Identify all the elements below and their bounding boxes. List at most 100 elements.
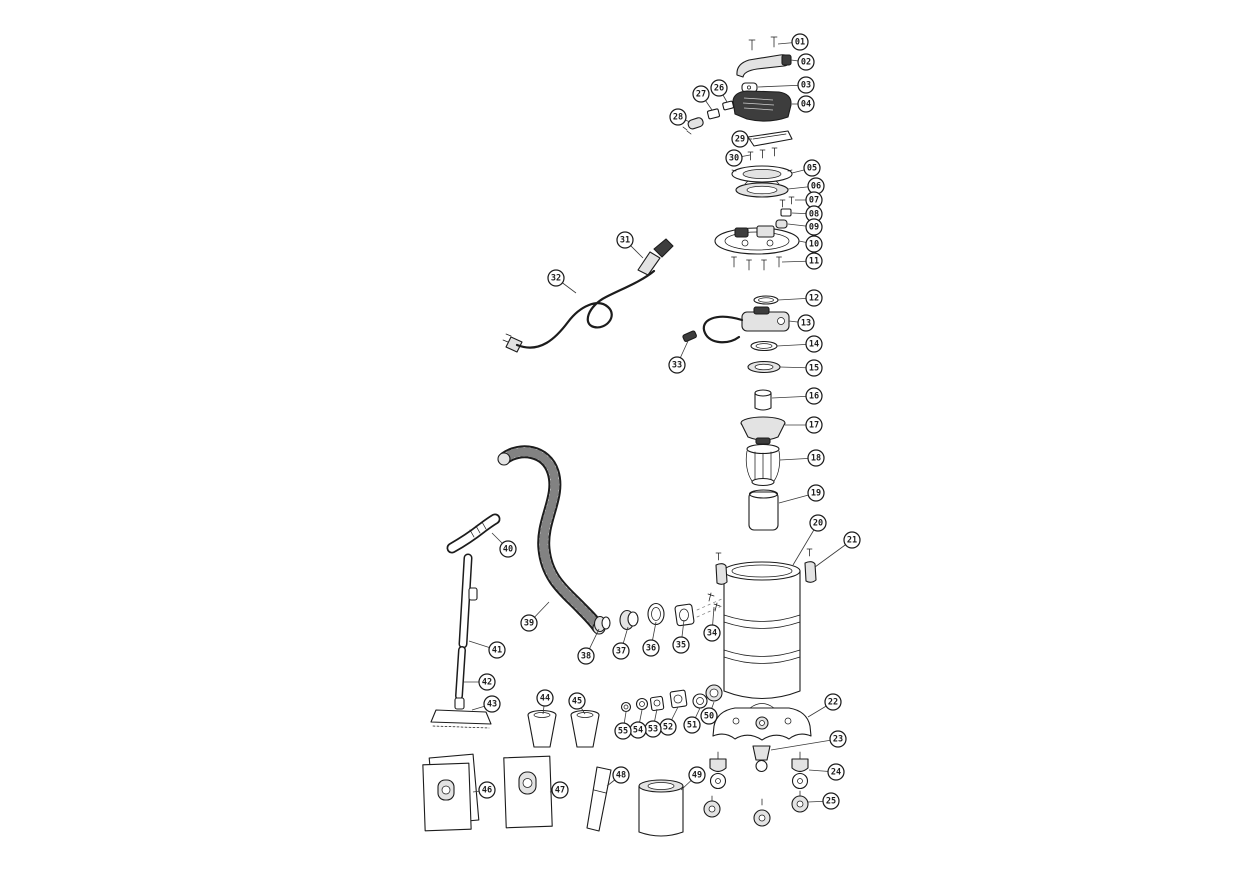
svg-text:53: 53 — [648, 725, 658, 735]
part-callout-25: 25 — [822, 792, 840, 810]
svg-text:19: 19 — [811, 489, 821, 499]
part-callout-12: 12 — [805, 289, 823, 307]
part-callout-18: 18 — [807, 449, 825, 467]
part-motor-head-assembly — [714, 225, 800, 255]
part-coupler-small — [593, 615, 611, 633]
part-callout-11: 11 — [805, 252, 823, 270]
svg-text:22: 22 — [828, 698, 838, 708]
svg-text:02: 02 — [801, 58, 811, 68]
part-callout-13: 13 — [797, 314, 815, 332]
svg-text:28: 28 — [673, 113, 683, 123]
svg-text:08: 08 — [809, 210, 819, 220]
svg-text:21: 21 — [847, 536, 857, 546]
part-callout-27: 27 — [692, 85, 710, 103]
svg-text:11: 11 — [809, 257, 819, 267]
part-callout-08: 08 — [805, 205, 823, 223]
part-callout-44: 44 — [536, 689, 554, 707]
svg-text:35: 35 — [676, 641, 686, 651]
svg-text:16: 16 — [809, 392, 819, 402]
part-callout-21: 21 — [843, 531, 861, 549]
part-capacitor — [682, 117, 704, 135]
svg-text:41: 41 — [492, 646, 502, 656]
svg-text:33: 33 — [672, 361, 682, 371]
svg-text:13: 13 — [801, 319, 811, 329]
part-strain-relief — [780, 208, 792, 217]
svg-text:20: 20 — [813, 519, 823, 529]
part-spacer-cylinder — [754, 389, 772, 411]
svg-text:04: 04 — [801, 100, 811, 110]
part-drain-cap — [692, 693, 708, 709]
svg-text:10: 10 — [809, 240, 819, 250]
part-plate-screws — [747, 147, 778, 161]
part-washer — [635, 697, 649, 711]
part-callout-45: 45 — [568, 692, 586, 710]
part-callout-54: 54 — [629, 721, 647, 739]
part-callout-30: 30 — [725, 149, 743, 167]
svg-text:36: 36 — [646, 644, 656, 654]
svg-text:27: 27 — [696, 90, 706, 100]
part-callout-52: 52 — [659, 718, 677, 736]
svg-text:52: 52 — [663, 723, 673, 733]
part-tank-latch-left — [715, 552, 728, 585]
svg-text:50: 50 — [704, 712, 714, 722]
part-callout-38: 38 — [577, 647, 595, 665]
part-callout-55: 55 — [614, 722, 632, 740]
svg-text:18: 18 — [811, 454, 821, 464]
svg-text:01: 01 — [795, 38, 805, 48]
part-filter-bag-single — [503, 755, 553, 829]
part-caster-right — [791, 751, 809, 790]
part-callout-19: 19 — [807, 484, 825, 502]
part-retainer-disc — [747, 360, 781, 374]
part-callout-33: 33 — [668, 356, 686, 374]
part-handle-screws — [748, 36, 778, 51]
part-caster-foot-center — [752, 745, 771, 773]
part-tank-latch-right — [804, 548, 817, 583]
part-callout-17: 17 — [805, 416, 823, 434]
svg-text:40: 40 — [503, 545, 513, 555]
svg-text:44: 44 — [540, 694, 550, 704]
part-callout-43: 43 — [483, 695, 501, 713]
part-caster-left — [709, 751, 727, 790]
part-callout-35: 35 — [672, 636, 690, 654]
part-crevice-tool — [586, 766, 612, 832]
svg-text:55: 55 — [618, 727, 628, 737]
part-callout-46: 46 — [478, 781, 496, 799]
part-inlet-plate — [674, 603, 695, 627]
part-float-valve-body — [702, 306, 790, 344]
part-caster-wheel-right — [791, 790, 809, 813]
part-callout-53: 53 — [644, 720, 662, 738]
part-callout-51: 51 — [683, 716, 701, 734]
part-filter-bags — [422, 753, 480, 832]
svg-text:54: 54 — [633, 726, 643, 736]
svg-text:07: 07 — [809, 196, 819, 206]
part-switch-plate — [706, 108, 721, 120]
part-callout-20: 20 — [809, 514, 827, 532]
part-cord-hook — [722, 100, 735, 111]
part-callout-05: 05 — [803, 159, 821, 177]
part-cone-nozzle-small — [527, 709, 557, 748]
svg-text:12: 12 — [809, 294, 819, 304]
part-power-cord — [502, 269, 656, 353]
part-drain-collar — [705, 684, 723, 702]
svg-text:03: 03 — [801, 81, 811, 91]
leader-line-23 — [770, 738, 839, 751]
svg-text:46: 46 — [482, 786, 492, 796]
svg-text:26: 26 — [714, 84, 724, 94]
part-callout-16: 16 — [805, 387, 823, 405]
svg-text:42: 42 — [482, 678, 492, 688]
part-caster-wheel-center — [753, 798, 771, 827]
part-callout-47: 47 — [551, 781, 569, 799]
part-wand-upper — [458, 553, 478, 649]
svg-text:31: 31 — [620, 236, 630, 246]
part-carry-handle — [736, 54, 792, 78]
part-callout-26: 26 — [710, 79, 728, 97]
part-callout-29: 29 — [731, 130, 749, 148]
svg-text:29: 29 — [735, 135, 745, 145]
part-fan-diffuser-disc — [731, 165, 793, 185]
part-callout-24: 24 — [827, 763, 845, 781]
part-callout-50: 50 — [700, 707, 718, 725]
part-head-mount-screws — [731, 256, 782, 271]
part-switch-button — [775, 219, 788, 229]
